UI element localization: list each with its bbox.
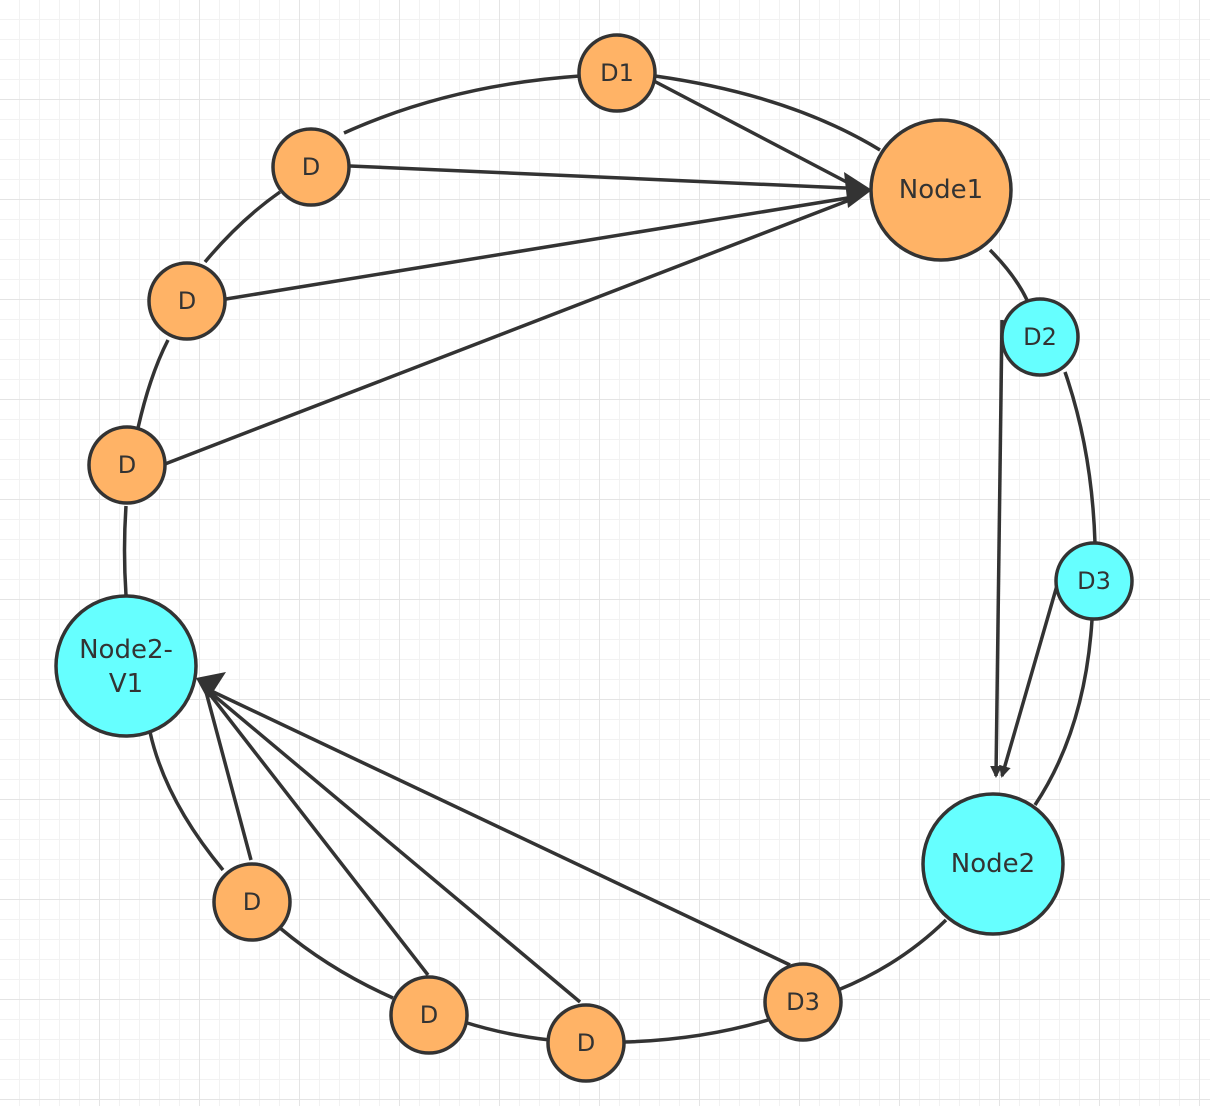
node-label-line2: V1	[109, 669, 143, 699]
node-label: D	[243, 888, 261, 916]
node-label: D3	[786, 988, 820, 1016]
node-node2[interactable]: Node2	[921, 792, 1065, 936]
node-label: D	[178, 287, 196, 315]
node-node2-v1[interactable]: Node2- V1	[54, 594, 198, 738]
node-label: D	[302, 153, 320, 181]
ring-arc-d2-d3	[1063, 371, 1097, 544]
mapping-arrows	[164, 78, 1060, 1004]
arrow-d3-to-node2v1	[204, 686, 791, 967]
node-label: Node1	[899, 175, 983, 205]
arrow-d-bl1-to-node2v1	[203, 687, 253, 861]
ring-arc-d-node2v1	[148, 731, 225, 872]
node-d3-right[interactable]: D3	[1054, 541, 1134, 621]
node-label: D1	[600, 59, 634, 87]
ring-arc-d-d3	[136, 339, 170, 429]
ring-arc-d1-node1	[654, 74, 881, 152]
node-label: D	[420, 1001, 438, 1029]
ring-arc-node1-d2	[988, 248, 1029, 301]
node-node1[interactable]: Node1	[869, 118, 1013, 262]
node-label: D3	[1077, 567, 1111, 595]
node-d-left-low[interactable]: D	[87, 425, 167, 505]
arrowhead-node2v1	[196, 672, 226, 700]
ring-arc-node2-d3	[837, 918, 948, 992]
node-label: D	[118, 451, 136, 479]
node-label: D	[577, 1029, 595, 1057]
arrow-d3-to-node2	[999, 581, 1060, 778]
arrow-d-top-to-node1	[349, 164, 847, 190]
ring-arc-d-d4	[203, 190, 282, 264]
ring-arc-d3-node2	[1033, 619, 1094, 806]
ring-nodes: D1 Node1 D2 D3 Node2 D3 D D	[54, 33, 1134, 1083]
ring-arc-d-d2	[278, 926, 394, 1000]
ring-arc-d-d1	[343, 74, 581, 135]
node-label-line1: Node2-	[79, 635, 173, 665]
arrow-d2-to-node2	[990, 319, 1004, 778]
arrow-d-low-to-node1	[164, 194, 861, 466]
ring-arc-d-d	[463, 1020, 551, 1042]
ring-arc-d3-d	[623, 1018, 769, 1044]
node-d-bottom-left2[interactable]: D	[389, 975, 469, 1055]
node-d3-bottom[interactable]: D3	[763, 962, 843, 1042]
node-d-bottom-mid[interactable]: D	[546, 1003, 626, 1083]
node-d-left-top[interactable]: D	[271, 127, 351, 207]
arrow-d-bm-to-node2v1	[203, 686, 582, 1004]
node-label: Node2	[951, 849, 1035, 879]
arrow-d-mid-to-node1	[225, 194, 861, 301]
node-d-left-mid[interactable]: D	[147, 261, 227, 341]
node-d2[interactable]: D2	[1000, 297, 1080, 377]
node-label: D2	[1023, 323, 1057, 351]
arrow-d1-to-node1	[651, 78, 860, 190]
arrowhead-node1	[844, 172, 872, 208]
ring-arc-node2v1-d	[122, 505, 128, 596]
arrow-d-bl2-to-node2v1	[203, 686, 430, 977]
arrowheads	[196, 172, 872, 700]
node-d-bottom-left1[interactable]: D	[212, 862, 292, 942]
ring-edges	[122, 74, 1097, 1044]
node-d1-top[interactable]: D1	[577, 33, 657, 113]
